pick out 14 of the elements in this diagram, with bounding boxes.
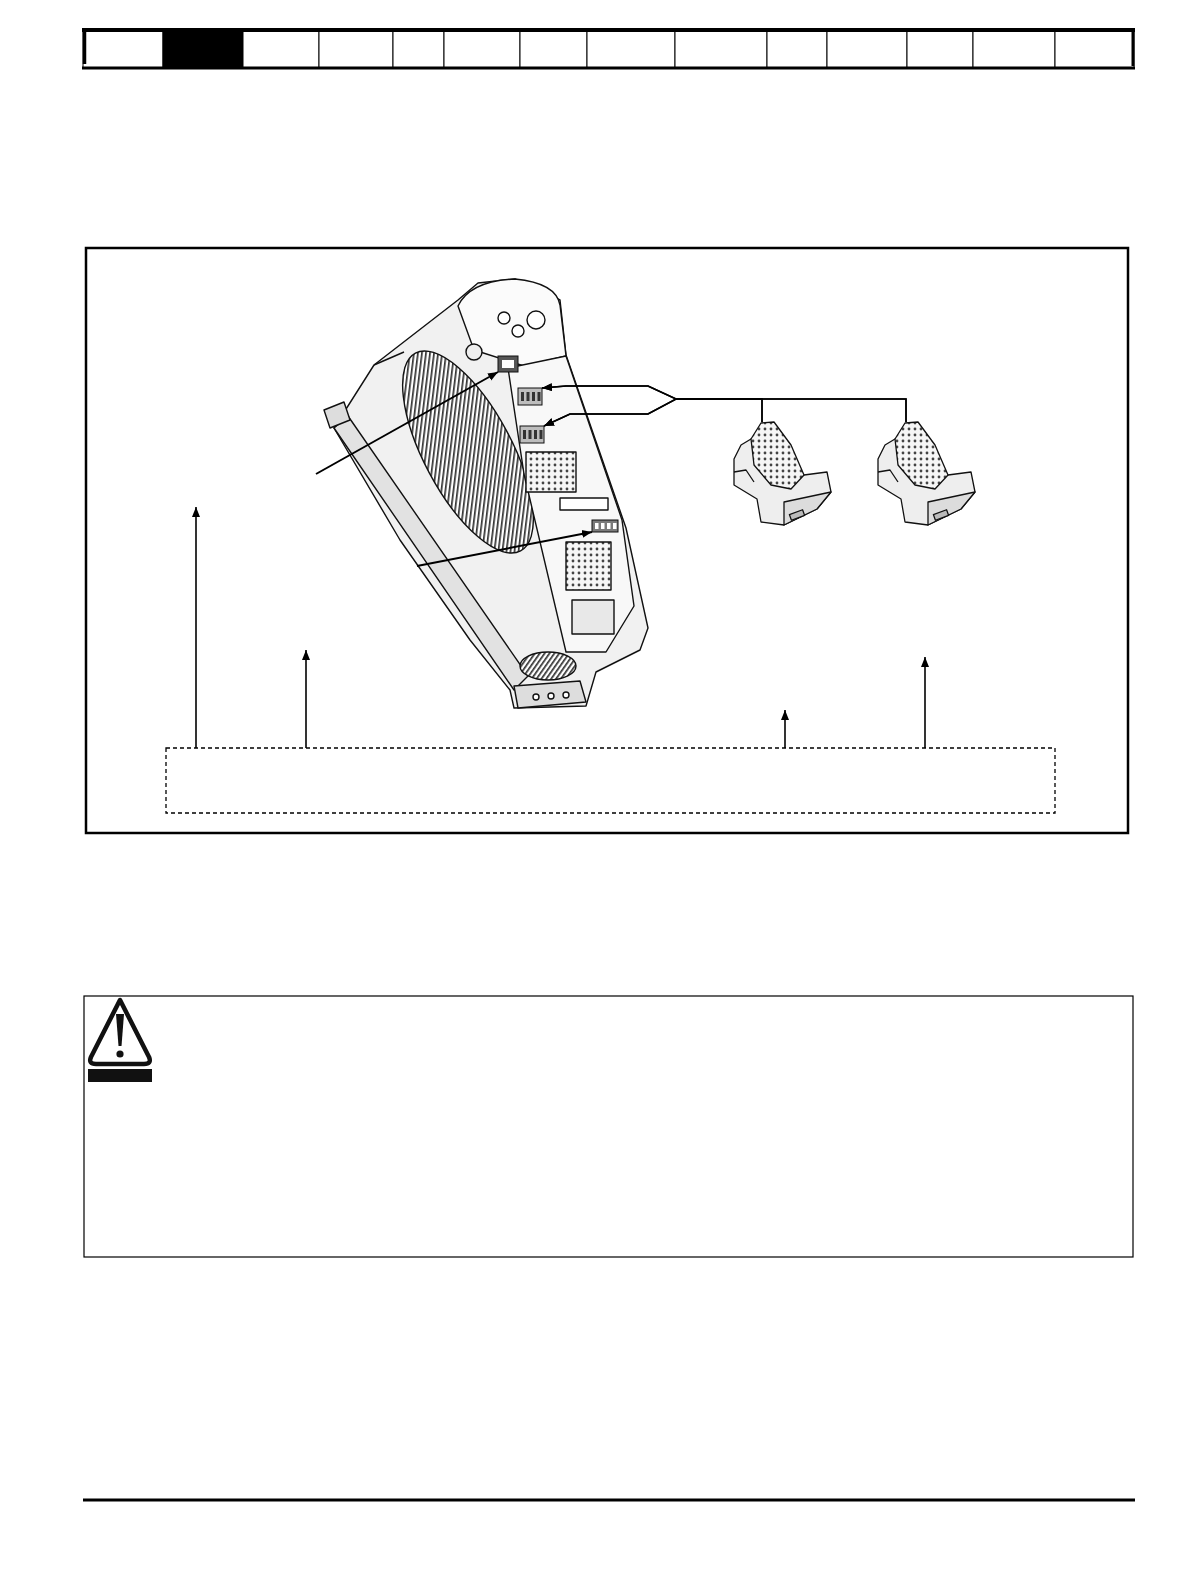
dashed-frame — [165, 747, 1056, 814]
arrow — [921, 656, 929, 749]
arrow — [302, 649, 310, 749]
module-drawing — [877, 421, 976, 526]
leader-line — [315, 371, 499, 475]
leader-line — [416, 530, 593, 567]
arrow — [543, 398, 907, 427]
connector-slot — [519, 425, 545, 444]
module-drawing — [733, 421, 832, 526]
terminal-block — [591, 519, 619, 533]
connector-port — [497, 355, 519, 373]
arrow — [192, 506, 200, 749]
arrow — [781, 709, 789, 749]
connector-slot — [517, 387, 543, 406]
